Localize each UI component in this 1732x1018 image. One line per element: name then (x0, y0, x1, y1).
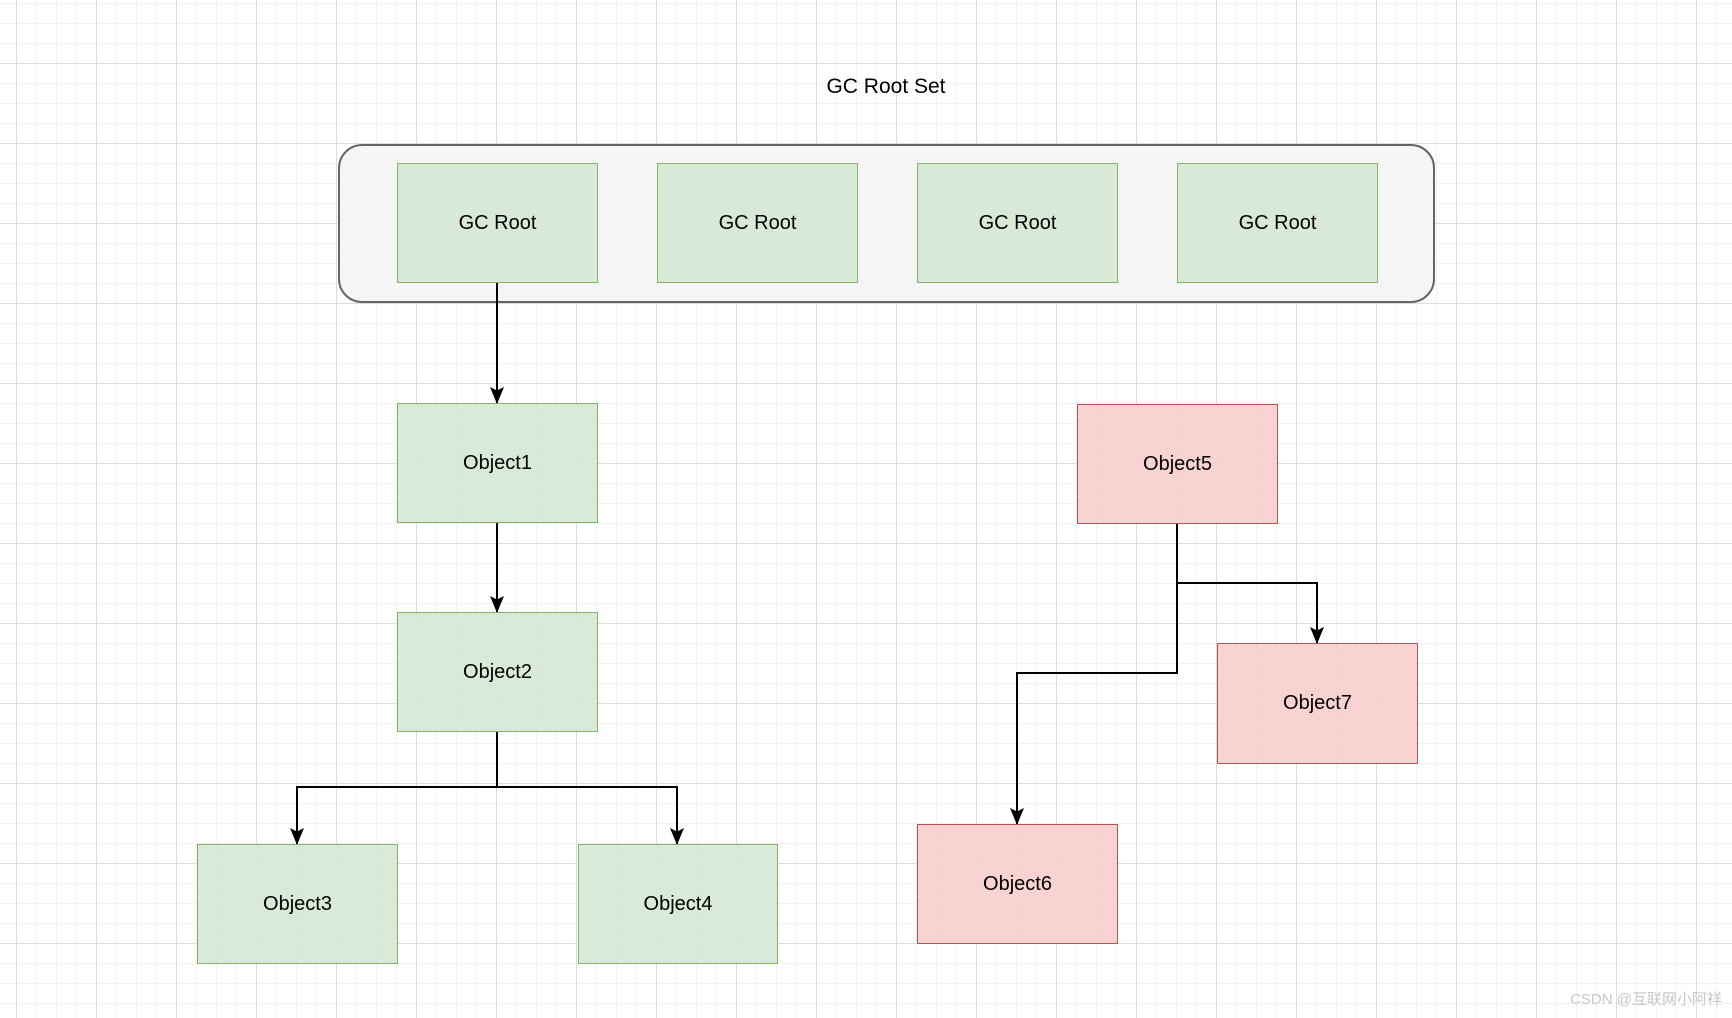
node-object2: Object2 (397, 612, 598, 732)
diagram-title: GC Root Set (826, 75, 946, 98)
node-object4: Object4 (578, 844, 778, 964)
edge-object2-to-object4 (496, 732, 684, 845)
node-object7: Object7 (1217, 643, 1418, 764)
node-object3: Object3 (197, 844, 398, 964)
node-object5: Object5 (1077, 404, 1278, 524)
node-object6: Object6 (917, 824, 1118, 944)
edge-object5-to-object7 (1176, 524, 1324, 644)
node-gc-root-2: GC Root (657, 163, 858, 283)
node-gc-root-4: GC Root (1177, 163, 1378, 283)
edge-object5-to-object6 (1010, 524, 1178, 825)
watermark: CSDN @互联网小阿祥 (1570, 991, 1722, 1008)
node-gc-root-1: GC Root (397, 163, 598, 283)
node-gc-root-3: GC Root (917, 163, 1118, 283)
edge-object2-to-object3 (290, 732, 498, 845)
node-object1: Object1 (397, 403, 598, 523)
